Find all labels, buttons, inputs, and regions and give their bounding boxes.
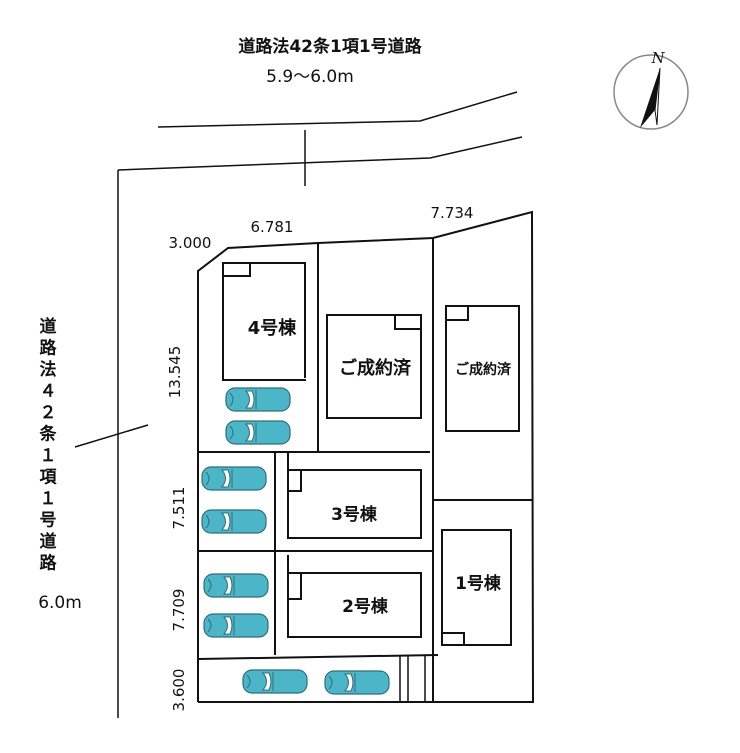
building-sold-right <box>445 305 520 432</box>
left-road-width: 6.0m <box>38 593 82 613</box>
building-4 <box>222 262 306 381</box>
left-road-label-char: 条 <box>39 424 58 445</box>
left-road-label-char: ４ <box>40 382 57 402</box>
left-road-label-char: 路 <box>40 553 58 574</box>
top-road-width: 5.9～6.0m <box>266 67 354 87</box>
car-icon <box>225 420 291 445</box>
left-road-label-char: 道 <box>40 531 57 552</box>
dimension-top-right: 7.734 <box>431 204 474 222</box>
car-icon <box>225 387 291 412</box>
left-road-label-char: １ <box>40 446 57 466</box>
car-icon <box>324 670 390 695</box>
building-1-label: 1号棟 <box>455 573 502 594</box>
building-2 <box>287 555 422 638</box>
north-compass-icon: N <box>613 49 689 130</box>
left-road-label: 道路法４２条１項１号道路 <box>39 316 58 574</box>
left-road-label-char: ２ <box>40 403 57 423</box>
left-road-label-char: 道 <box>40 316 57 337</box>
sold-center-label: ご成約済 <box>339 357 412 379</box>
road-edge-top <box>157 91 518 128</box>
car-icon <box>201 509 267 534</box>
left-road-label-char: 路 <box>40 338 58 359</box>
car-icon <box>242 669 308 694</box>
top-road-label: 道路法42条1項1号道路 <box>238 36 422 57</box>
left-road-label-char: 項 <box>40 468 58 488</box>
dimension-lot4: 13.545 <box>166 346 184 399</box>
left-road-label-char: 号 <box>40 511 57 531</box>
lot-divider <box>197 654 439 660</box>
road-edge-top-inner <box>117 136 523 171</box>
building-2-label: 2号棟 <box>342 596 389 617</box>
left-road-label-char: 法 <box>40 359 57 380</box>
sold-right-label: ご成約済 <box>455 361 512 378</box>
dimension-corner: 3.000 <box>169 234 212 252</box>
building-1 <box>441 529 512 646</box>
car-icon <box>203 573 269 598</box>
building-3 <box>287 453 422 539</box>
building-4-label: 4号棟 <box>248 317 298 339</box>
building-3-label: 3号棟 <box>331 504 378 525</box>
car-icon <box>201 466 267 491</box>
building-sold-center <box>326 314 422 419</box>
car-icon <box>203 613 269 638</box>
lot-boundary <box>197 210 535 703</box>
dimension-lot2: 7.709 <box>170 589 188 632</box>
road-leader-left <box>74 424 149 448</box>
dimension-lot3: 7.511 <box>170 487 188 530</box>
svg-text:N: N <box>650 49 665 67</box>
left-road-label-char: １ <box>40 489 57 509</box>
dimension-top-left: 6.781 <box>251 218 294 236</box>
dimension-parking: 3.600 <box>170 669 188 712</box>
